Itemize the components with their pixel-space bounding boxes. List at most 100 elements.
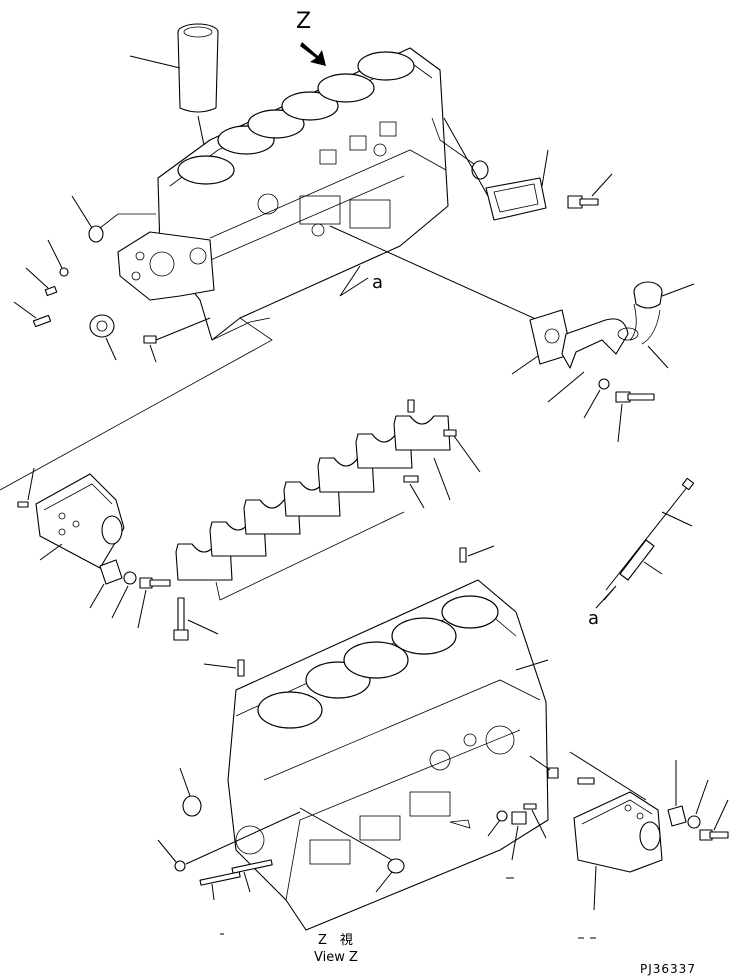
lower-washer xyxy=(174,860,186,872)
dowel-pin xyxy=(32,314,52,328)
filler-washer xyxy=(598,378,610,390)
bushing xyxy=(89,314,115,338)
leader-filler-gasket xyxy=(511,355,539,375)
mount-bolt xyxy=(139,577,171,589)
leader-right-washer xyxy=(695,779,709,815)
lower-expansion-plug xyxy=(182,795,202,817)
front-housing xyxy=(117,231,215,301)
pin-small xyxy=(44,285,58,297)
leader-cover-to-block xyxy=(443,117,489,197)
cylinder-block-lower xyxy=(227,579,549,931)
leader-bearing-pin-a xyxy=(453,435,481,473)
leader-plug-link xyxy=(99,213,156,229)
stud-pin xyxy=(143,335,157,344)
engine-mount-right xyxy=(573,791,663,873)
leader-lower-plug xyxy=(179,767,191,797)
leader-mount-washer xyxy=(111,585,129,619)
leader-bushing xyxy=(105,337,117,361)
leader-mount-right xyxy=(593,865,597,911)
leader-bearing-pin-c xyxy=(409,483,425,509)
leader-lower-plug-bolt-link xyxy=(299,807,393,861)
leader-mount-left xyxy=(39,543,63,561)
leader-cover-bolt xyxy=(591,173,613,197)
leader-mount-bolt xyxy=(137,589,147,629)
view-marker-label: Z xyxy=(296,9,311,34)
leader-filler-bolt xyxy=(617,403,623,443)
rear-plug xyxy=(471,160,489,180)
lower-stud-arrow xyxy=(449,819,471,829)
bearing-caps-bracket xyxy=(215,511,405,601)
lower-fitting-a xyxy=(496,810,527,825)
leader-lower-pin-small xyxy=(531,809,547,839)
dipstick-guide xyxy=(619,539,655,581)
ref-arrow-a-upper xyxy=(339,265,369,297)
cover-bolt xyxy=(567,195,599,209)
leader-lower-block-right xyxy=(569,751,647,801)
leader-spacer xyxy=(89,583,105,609)
leader-lower-block xyxy=(515,659,549,671)
leader-dipstick-guide xyxy=(643,561,663,575)
lower-pin-small xyxy=(523,803,537,810)
lower-plug-bolt xyxy=(387,858,405,874)
leader-filler-chain xyxy=(647,345,669,369)
leader-lower-fitting-b xyxy=(511,825,519,861)
ref-mark-a-upper: a xyxy=(372,272,383,293)
leader-main-cap-bolt xyxy=(187,619,219,635)
lower-dowel-left xyxy=(237,659,245,677)
leader-stud xyxy=(149,344,157,363)
leader-lower-side-bolt xyxy=(529,755,551,771)
lower-side-dowel xyxy=(577,777,595,785)
leader-lower-washer xyxy=(157,839,177,863)
mount-spacer xyxy=(99,559,123,585)
leader-plug xyxy=(71,195,93,229)
leader-filler-link xyxy=(329,225,561,331)
leader-lower-washer-link xyxy=(185,811,301,865)
oil-filler-cap xyxy=(629,281,663,345)
mount-washer xyxy=(123,571,137,585)
lower-dowel-top xyxy=(459,547,467,563)
leader-right-bolt xyxy=(713,799,729,831)
engine-mount-left xyxy=(17,473,125,569)
cylinder-block-upper xyxy=(157,47,449,341)
leader-bearing-pin-b xyxy=(433,457,451,501)
lower-long-pins xyxy=(199,859,273,886)
expansion-plug xyxy=(88,225,104,243)
mount-right-washer xyxy=(687,815,701,829)
view-direction-arrow-icon xyxy=(300,42,326,66)
leader-stud-link xyxy=(155,317,211,341)
leader-filler-cap xyxy=(661,283,695,297)
leader-lower-plug-bolt xyxy=(375,871,393,893)
leader-dowel xyxy=(13,301,37,319)
ref-mark-a-lower: a xyxy=(588,608,599,629)
leader-filler-washer xyxy=(583,389,601,419)
leader-lower-pin-b xyxy=(243,871,251,893)
cover-gasket xyxy=(485,177,547,221)
leader-liner xyxy=(129,55,181,69)
leader-dipstick xyxy=(661,511,693,527)
leader-filler-pipe xyxy=(547,371,585,403)
leader-mount-left-pin xyxy=(27,467,35,501)
bearing-pins xyxy=(403,399,457,483)
dipstick xyxy=(605,477,695,591)
leader-lower-dowel-left xyxy=(203,663,237,669)
leader-lower-dowel-top xyxy=(467,545,495,557)
view-label-jp: Z 視 xyxy=(318,933,353,948)
leader-washer xyxy=(47,239,63,269)
ref-arrow-a-lower xyxy=(595,585,617,609)
block-group-bracket xyxy=(0,317,273,491)
drawing-code: PJ36337 xyxy=(640,962,696,976)
oil-filler-pipe xyxy=(561,318,639,369)
main-cap-bolt xyxy=(173,597,189,641)
view-label-en: View Z xyxy=(314,950,358,965)
mount-right-bolt xyxy=(699,829,729,841)
leader-lower-fitting-a xyxy=(487,819,501,837)
leader-pin xyxy=(25,267,49,289)
main-bearing-caps xyxy=(175,415,451,581)
cylinder-liner xyxy=(177,23,219,113)
mount-right-spacer xyxy=(667,805,687,827)
filler-bolt xyxy=(615,391,655,403)
leader-rear-plug xyxy=(431,117,475,165)
lower-side-bolt xyxy=(547,767,559,779)
leader-lower-pin-a xyxy=(211,883,215,901)
